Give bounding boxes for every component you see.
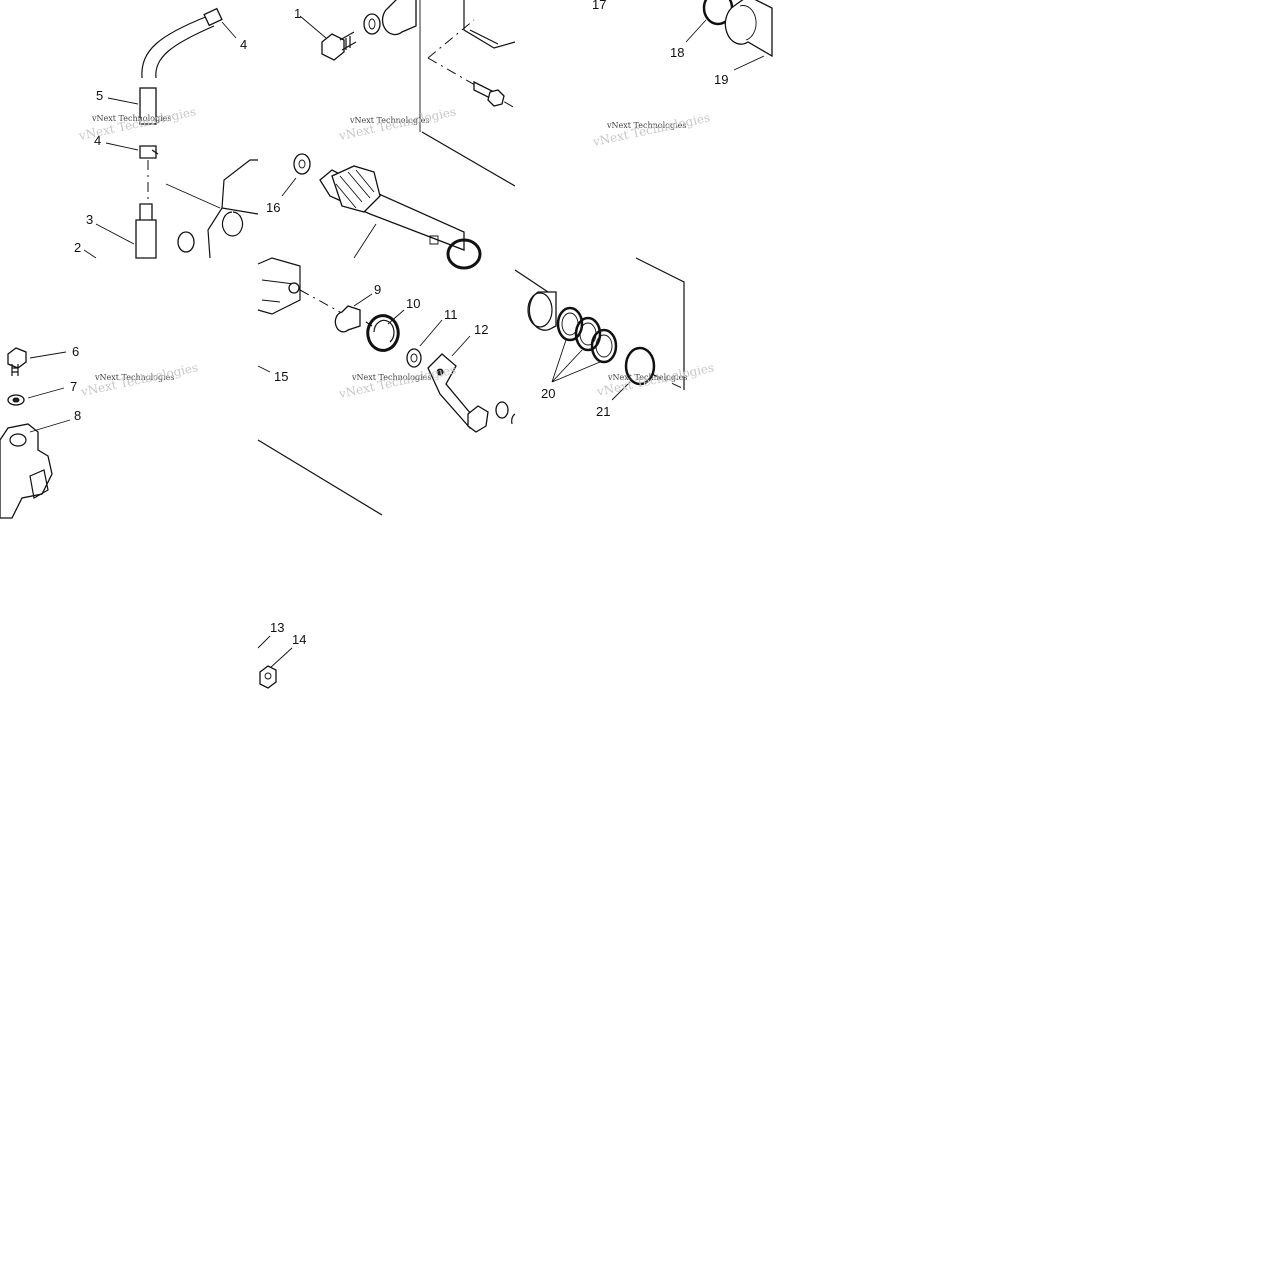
washer-left [177, 231, 195, 253]
clamp-upper [203, 7, 223, 27]
drain-plug-6 [7, 347, 27, 369]
tile-top-left: 4 5 4 3 2 vNext Technologies vNext Techn… [74, 7, 259, 259]
callout-6: 6 [72, 344, 79, 359]
watermark-ghost-1: vNext Technologies [77, 104, 197, 143]
callout-15: 15 [274, 369, 288, 384]
callout-21: 21 [596, 404, 610, 419]
washer-11 [406, 348, 422, 368]
watermark-5: vNext Technologies [351, 373, 431, 382]
watermark-4: vNext Technologies [94, 373, 174, 382]
watermark-2: vNext Technologies [349, 116, 429, 125]
callout-10: 10 [406, 296, 420, 311]
drive-gear [331, 165, 381, 213]
pump-housing-top [207, 159, 259, 259]
washer-16 [293, 153, 311, 175]
washer-top [363, 13, 381, 35]
watermark-3: vNext Technologies [606, 121, 686, 130]
callout-20: 20 [541, 386, 555, 401]
callout-2: 2 [74, 240, 81, 255]
callout-18: 18 [670, 45, 684, 60]
tile-middle-right: 20 21 vNext Technologies vNext Technolog… [514, 257, 715, 419]
o-ring-21 [624, 346, 656, 386]
tile-top-right: 17 18 19 vNext Technologies vNext Techno… [591, 0, 773, 149]
callout-11: 11 [444, 307, 458, 322]
callout-13: 13 [270, 620, 284, 635]
callout-17: 17 [592, 0, 606, 12]
o-ring-shaft [446, 238, 482, 270]
hose-fitting [139, 87, 157, 125]
bushing-top [381, 0, 417, 36]
bushing-9 [334, 305, 361, 333]
clamp-lower [139, 145, 159, 159]
callout-4-upper: 4 [240, 37, 247, 52]
screw-head [487, 89, 505, 107]
tile-center: 15 9 10 11 12 vNext Technologies vNext T… [257, 257, 516, 516]
callout-14: 14 [292, 632, 306, 647]
callout-12: 12 [474, 322, 488, 337]
sleeve-19 [724, 0, 773, 58]
callout-7: 7 [70, 379, 77, 394]
tile-top-middle: 16 1 vNext Technologies vNext Technologi… [266, 0, 516, 270]
callout-4-lower: 4 [94, 133, 101, 148]
callout-1: 1 [294, 6, 301, 21]
callout-19: 19 [714, 72, 728, 87]
shim-20b [574, 316, 602, 352]
callout-8: 8 [74, 408, 81, 423]
watermark-1: vNext Technologies [91, 114, 171, 123]
nut-14 [259, 665, 277, 689]
shim-20c [590, 328, 618, 364]
shim-20a [556, 306, 584, 342]
callout-5: 5 [96, 88, 103, 103]
cover-plate [463, 0, 516, 49]
washer-lever [495, 401, 509, 419]
tile-lower-center: 13 14 [257, 620, 306, 689]
lever-tip [467, 405, 489, 433]
bolt-1 [321, 33, 345, 61]
callout-16: 16 [266, 200, 280, 215]
nipple [135, 203, 157, 259]
callout-3: 3 [86, 212, 93, 227]
vent-hose [141, 15, 215, 79]
watermark-6: vNext Technologies [607, 373, 687, 382]
tile-middle-left: 6 7 8 vNext Technologies vNext Technolog… [0, 344, 199, 519]
callout-9: 9 [374, 282, 381, 297]
housing-edge [257, 257, 301, 315]
